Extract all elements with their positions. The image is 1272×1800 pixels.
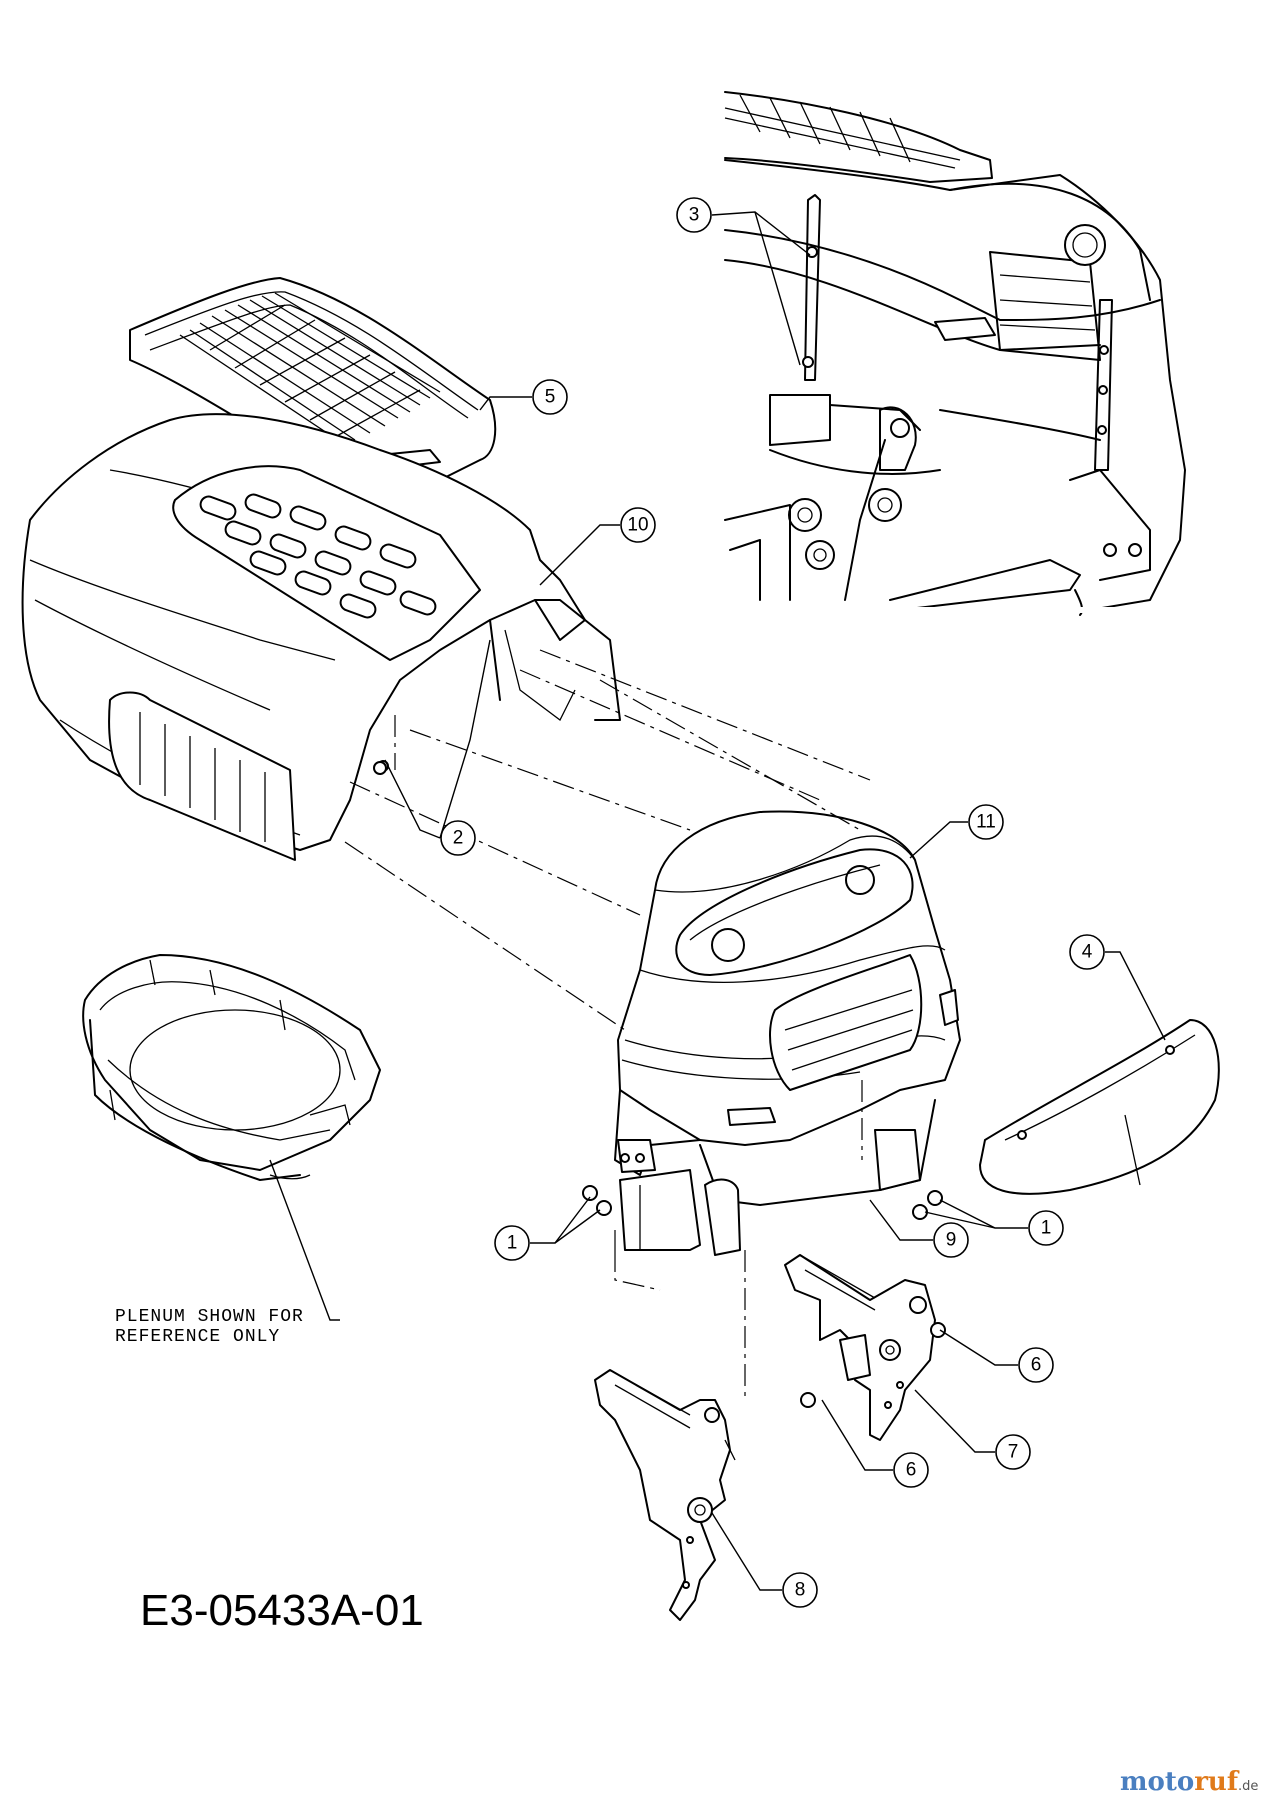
alignment-lines	[344, 649, 871, 1400]
bumper-part	[979, 1019, 1220, 1195]
bracket-right-part	[784, 1254, 936, 1441]
drawing-code: E3-05433A-01	[140, 1586, 424, 1635]
front-nose-part	[614, 810, 961, 1256]
callout-8: 8	[782, 1572, 818, 1608]
watermark-logo: motoruf.de	[1120, 1767, 1258, 1797]
callout-label-4: 4	[1082, 942, 1093, 963]
plenum-note-line-1: PLENUM SHOWN FOR	[115, 1307, 304, 1327]
callout-label-1-right: 1	[1041, 1218, 1052, 1239]
callout-6-right: 6	[1018, 1347, 1054, 1383]
callout-label-9: 9	[946, 1230, 957, 1251]
callout-2: 2	[440, 820, 476, 856]
watermark-suffix: .de	[1238, 1779, 1258, 1794]
callout-label-2: 2	[453, 828, 464, 849]
callout-3: 3	[676, 197, 712, 233]
callout-10: 10	[620, 507, 656, 543]
plenum-reference-part	[82, 954, 381, 1181]
callout-label-6-left: 6	[906, 1460, 917, 1481]
hood-part	[21, 413, 621, 861]
callout-11: 11	[968, 804, 1004, 840]
watermark-part-1: moto	[1120, 1767, 1194, 1797]
callout-label-3: 3	[689, 205, 700, 226]
callout-6-left: 6	[893, 1452, 929, 1488]
leader-lines	[269, 211, 1166, 1591]
callout-4: 4	[1069, 934, 1105, 970]
callout-1-right: 1	[1028, 1210, 1064, 1246]
callout-label-11: 11	[976, 812, 996, 833]
watermark-part-2: ruf	[1194, 1767, 1240, 1797]
bracket-left-part	[594, 1369, 736, 1621]
callout-7: 7	[995, 1434, 1031, 1470]
inset-detail-view	[724, 91, 1200, 616]
callout-9: 9	[933, 1222, 969, 1258]
callout-label-7: 7	[1008, 1442, 1019, 1463]
plenum-note-line-2: REFERENCE ONLY	[115, 1327, 280, 1347]
callout-label-10: 10	[627, 515, 648, 536]
callout-label-5: 5	[545, 387, 556, 408]
callout-label-1-left: 1	[507, 1233, 518, 1254]
callout-label-8: 8	[795, 1580, 806, 1601]
watermark-text: motoruf.de	[1120, 1767, 1258, 1797]
callout-1-left: 1	[494, 1225, 530, 1261]
callout-label-6-right: 6	[1031, 1355, 1042, 1376]
callout-5: 5	[532, 379, 568, 415]
